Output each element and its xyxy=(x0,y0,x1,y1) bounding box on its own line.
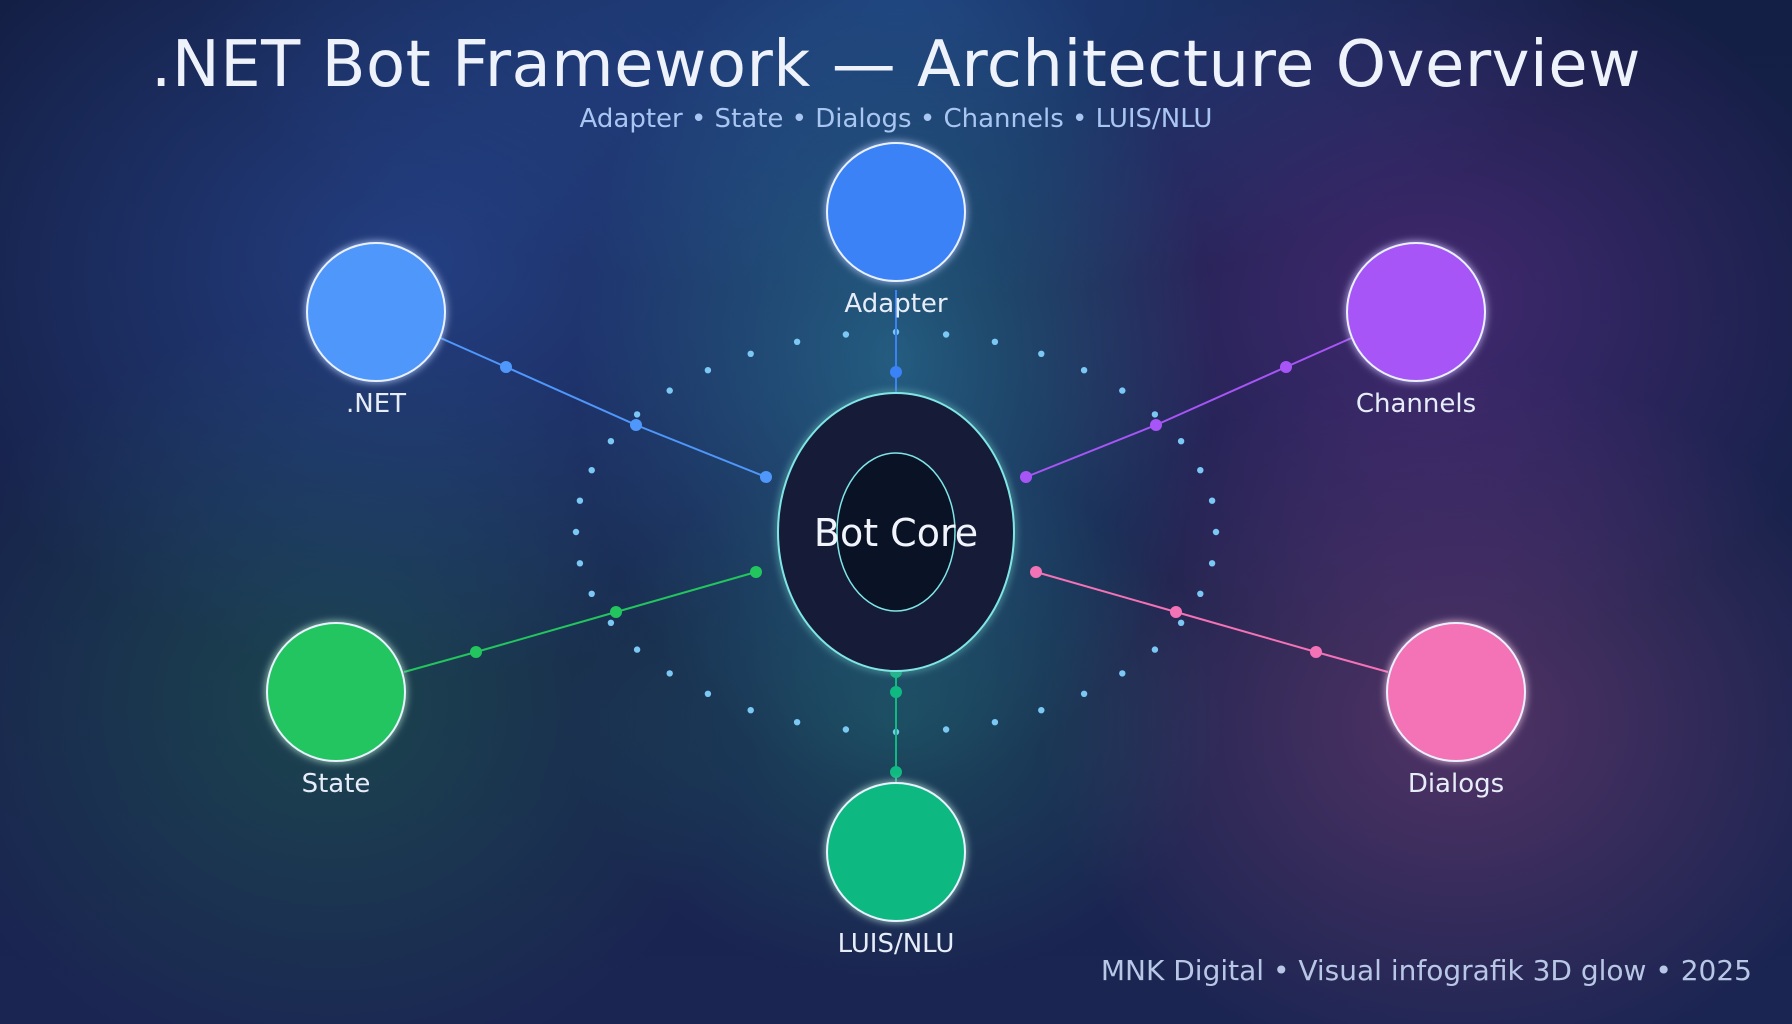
connector-channels xyxy=(1025,335,1357,478)
connector-dot-channels xyxy=(1150,419,1162,431)
ring-dot xyxy=(991,719,999,726)
node-channels: Channels xyxy=(1346,242,1486,419)
ring-dot xyxy=(704,690,712,697)
node-circle-luis xyxy=(826,782,966,922)
ring-dot xyxy=(666,387,673,394)
node-label-state: State xyxy=(302,769,371,799)
ring-dot xyxy=(607,438,615,445)
ring-dot xyxy=(842,331,850,338)
ring-dot xyxy=(1177,619,1185,626)
node-luis: LUIS/NLU xyxy=(826,782,966,959)
footer-credit: MNK Digital • Visual infografik 3D glow … xyxy=(1100,954,1752,987)
node-circle-dotnet xyxy=(306,242,446,382)
node-label-adapter: Adapter xyxy=(844,289,947,319)
node-dialogs: Dialogs xyxy=(1386,622,1526,799)
ring-dot xyxy=(747,350,754,357)
connector-dot-channels xyxy=(1280,361,1292,373)
ring-dot xyxy=(576,497,584,504)
ring-dot xyxy=(1151,646,1159,653)
ring-dot xyxy=(1080,690,1088,697)
ring-dot xyxy=(576,560,584,567)
ring-dot xyxy=(842,726,850,733)
connector-dot-state xyxy=(750,566,762,578)
node-label-dialogs: Dialogs xyxy=(1408,769,1504,799)
connector-dot-state xyxy=(610,606,622,618)
connector-dot-state xyxy=(470,646,482,658)
node-adapter: Adapter xyxy=(826,142,966,319)
node-circle-dialogs xyxy=(1386,622,1526,762)
ring-dot xyxy=(1197,467,1204,474)
ring-dot xyxy=(633,411,641,418)
connector-state xyxy=(403,571,757,673)
page-title: .NET Bot Framework — Architecture Overvi… xyxy=(150,28,1642,102)
ring-dot xyxy=(588,467,595,474)
connector-dot-dotnet xyxy=(500,361,512,373)
bot-core-inner-ellipse xyxy=(836,452,956,612)
ring-dot xyxy=(666,670,673,677)
node-dotnet: .NET xyxy=(306,242,446,419)
ring-dot xyxy=(1208,497,1216,504)
ring-dot xyxy=(1177,438,1185,445)
connector-dialogs xyxy=(1035,571,1389,673)
connector-dot-dialogs xyxy=(1310,646,1322,658)
node-state: State xyxy=(266,622,406,799)
connector-dot-dialogs xyxy=(1030,566,1042,578)
node-circle-adapter xyxy=(826,142,966,282)
bot-core-label: Bot Core xyxy=(814,511,978,555)
ring-dot xyxy=(793,719,801,726)
node-label-luis: LUIS/NLU xyxy=(838,929,955,959)
ring-dot xyxy=(991,338,999,345)
node-label-channels: Channels xyxy=(1356,389,1476,419)
ring-dot xyxy=(1038,350,1045,357)
ring-dot xyxy=(1197,590,1204,597)
ring-dot xyxy=(588,590,595,597)
connector-dot-dialogs xyxy=(1170,606,1182,618)
connector-dot-luis xyxy=(890,766,902,778)
bot-core-hub: Bot Core xyxy=(777,392,1015,672)
ring-dot xyxy=(572,528,580,536)
ring-dot xyxy=(1151,411,1159,418)
page-subtitle: Adapter • State • Dialogs • Channels • L… xyxy=(579,104,1213,134)
connector-dot-channels xyxy=(1020,471,1032,483)
node-circle-state xyxy=(266,622,406,762)
ring-dot xyxy=(1119,387,1126,394)
ring-dot xyxy=(1119,670,1126,677)
connector-dot-dotnet xyxy=(630,419,642,431)
connector-dotnet xyxy=(435,335,767,478)
ring-dot xyxy=(942,331,950,338)
ring-dot xyxy=(1208,560,1216,567)
ring-dot xyxy=(704,367,712,374)
connector-dot-dotnet xyxy=(760,471,772,483)
node-circle-channels xyxy=(1346,242,1486,382)
ring-dot xyxy=(1080,367,1088,374)
ring-dot xyxy=(607,619,615,626)
connector-dot-luis xyxy=(890,686,902,698)
ring-dot xyxy=(1038,707,1045,714)
node-label-dotnet: .NET xyxy=(346,389,406,419)
ring-dot xyxy=(633,646,641,653)
ring-dot xyxy=(942,726,950,733)
connector-links xyxy=(403,290,1389,782)
ring-dot xyxy=(793,338,801,345)
ring-dot xyxy=(1212,528,1220,536)
ring-dot xyxy=(747,707,754,714)
connector-dot-adapter xyxy=(890,366,902,378)
